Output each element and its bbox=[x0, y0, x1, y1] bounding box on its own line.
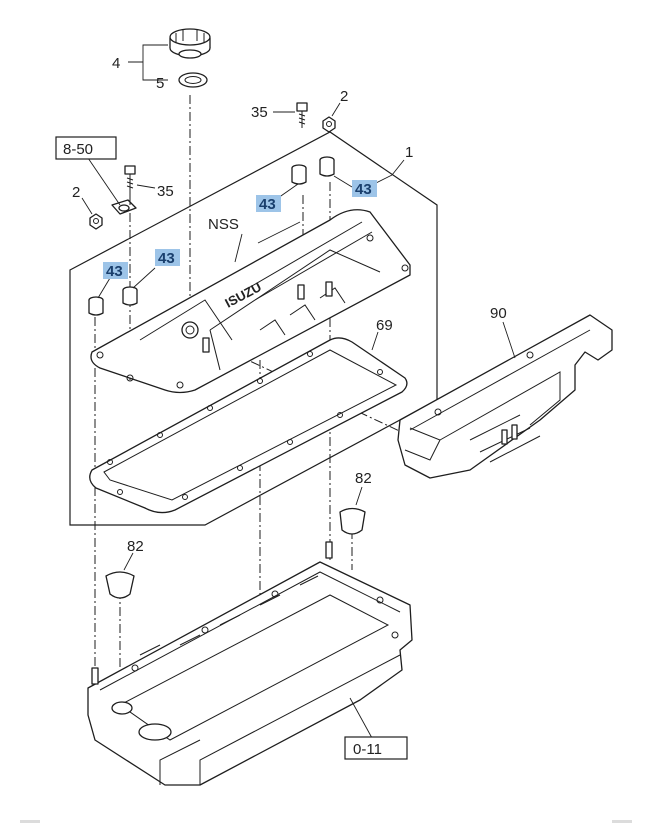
cylinder-head-0-11[interactable] bbox=[87, 541, 413, 786]
bolt-35-top[interactable] bbox=[296, 102, 308, 128]
gasket-69[interactable] bbox=[89, 337, 408, 514]
callout-4: 4 bbox=[112, 55, 120, 72]
side-cover-90[interactable] bbox=[397, 314, 613, 479]
callout-bracket-4-5 bbox=[128, 44, 168, 81]
bolt-35-left[interactable] bbox=[124, 165, 136, 205]
callout-35-left: 35 bbox=[157, 183, 174, 200]
callout-43-b: 43 bbox=[355, 181, 372, 198]
bottom-edge-mark-right bbox=[612, 820, 632, 823]
callout-2-left: 2 bbox=[72, 184, 80, 201]
callout-5: 5 bbox=[156, 75, 164, 92]
callout-0-11: 0-11 bbox=[353, 741, 382, 758]
callout-8-50: 8-50 bbox=[63, 141, 93, 158]
oil-filler-cap[interactable] bbox=[169, 28, 211, 59]
grommet-43-top-right[interactable] bbox=[319, 156, 335, 177]
callout-43-d: 43 bbox=[106, 263, 123, 280]
ref-box-8-50[interactable] bbox=[55, 136, 117, 160]
bracket-8-50[interactable] bbox=[111, 199, 137, 215]
nut-2-left[interactable] bbox=[89, 213, 103, 230]
grommet-43-top-left[interactable] bbox=[291, 164, 307, 185]
grommet-43-left-b[interactable] bbox=[122, 286, 138, 306]
callout-69: 69 bbox=[376, 317, 393, 334]
filler-cap-seal[interactable] bbox=[178, 72, 208, 88]
callout-82-left: 82 bbox=[127, 538, 144, 555]
half-moon-plug-82-right[interactable] bbox=[339, 507, 366, 535]
callout-82-right: 82 bbox=[355, 470, 372, 487]
highlight-43-c[interactable]: 43 bbox=[155, 249, 180, 267]
half-moon-plug-82-left[interactable] bbox=[105, 571, 135, 599]
nut-2-top[interactable] bbox=[322, 116, 336, 133]
cylinder-head-cover[interactable]: ISUZU bbox=[90, 209, 411, 394]
grommet-43-left-a[interactable] bbox=[88, 296, 104, 316]
bottom-edge-mark-left bbox=[20, 820, 40, 823]
callout-90: 90 bbox=[490, 305, 507, 322]
highlight-43-a[interactable]: 43 bbox=[256, 195, 281, 213]
highlight-43-d[interactable]: 43 bbox=[103, 262, 128, 280]
callout-43-a: 43 bbox=[259, 196, 276, 213]
callout-43-c: 43 bbox=[158, 250, 175, 267]
callout-2-top: 2 bbox=[340, 88, 348, 105]
callout-1: 1 bbox=[405, 144, 413, 161]
highlight-43-b[interactable]: 43 bbox=[352, 180, 377, 198]
callout-35-top: 35 bbox=[251, 104, 268, 121]
callout-nss: NSS bbox=[208, 216, 239, 233]
ref-box-0-11[interactable] bbox=[344, 736, 408, 760]
